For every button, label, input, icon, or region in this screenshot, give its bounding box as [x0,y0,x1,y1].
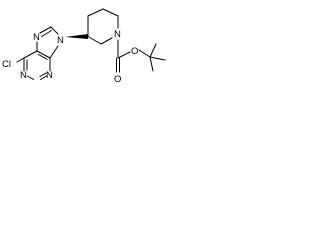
bond-cquat-me3 [149,56,154,72]
atom-n-piperidine: N [114,29,121,40]
bond-n9-c4 [49,45,59,59]
bond-n7-c8 [39,26,52,34]
bond-cquat-me1 [149,43,157,58]
bond-c2-n1 [27,75,34,80]
bond-oester-cquat [138,49,151,58]
atom-n9: N [57,35,64,46]
atom-o-ester: O [131,46,138,57]
bond-cquat-me2 [149,56,166,61]
bond-c6p-c5p [102,8,119,17]
molecule-structure: Cl N N N N N O O [2,8,166,85]
atom-o-carbonyl: O [114,74,121,85]
bond-c2p-npip [100,37,113,45]
bond-c6-cl [16,57,25,63]
stereo-wedge-bond [65,34,88,39]
atom-n3: N [46,70,53,81]
bond-c5-c4-inner [38,54,48,60]
bond-n3-c2 [40,75,47,80]
atom-n7: N [33,32,40,43]
bond-c6-c5 [23,50,38,59]
bond-ccarbonyl-oester [117,51,131,59]
bond-c5p-c4p [87,8,104,17]
bond-n7-c8-inner [41,30,52,37]
bond-c8-n9 [50,26,59,35]
bond-c3-c2p [87,36,102,45]
bond-n3-c2-inner [39,72,47,77]
bond-c5-c4 [36,50,51,59]
bonds [16,8,166,80]
atom-cl: Cl [2,59,11,70]
atom-n1: N [20,70,27,81]
atom-labels: Cl N N N N N O O [2,29,138,85]
